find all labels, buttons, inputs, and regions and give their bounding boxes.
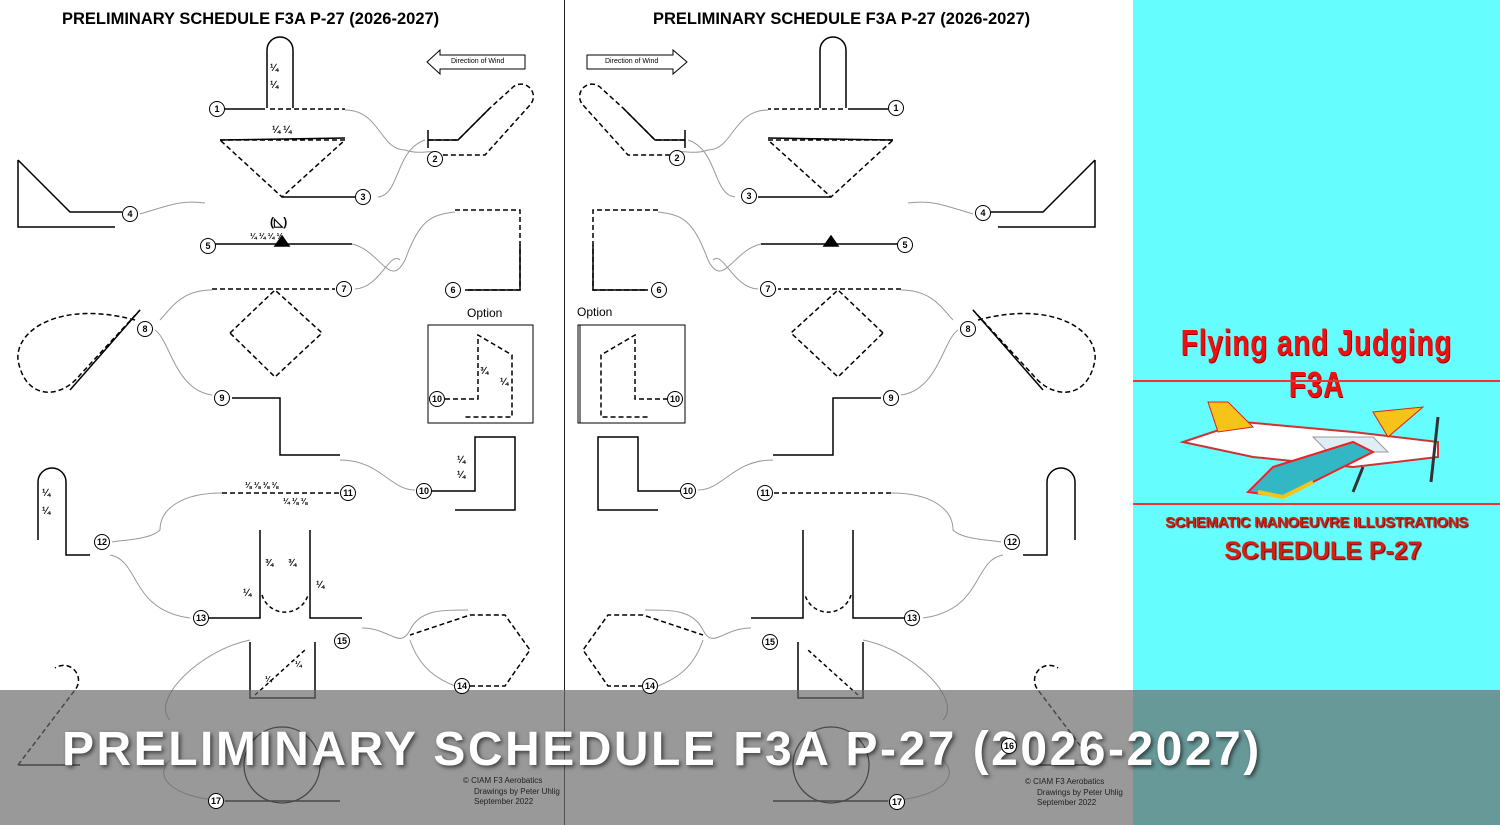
manoeuvre-marker: 8 xyxy=(960,321,976,337)
manoeuvre-marker: 7 xyxy=(760,281,776,297)
manoeuvre-marker: 2 xyxy=(427,151,443,167)
fraction-label: ¼ xyxy=(270,63,279,74)
cover-panel: Flying and Judging F3A SCHEMATIC MANOEUV… xyxy=(1133,0,1500,825)
fraction-label: ¼ ¼ ¼ ¼ xyxy=(250,232,284,241)
airplane-illustration xyxy=(1179,401,1440,500)
manoeuvre-marker: 13 xyxy=(193,610,209,626)
credit-line: September 2022 xyxy=(1037,798,1097,807)
fraction-label: ¼ xyxy=(270,80,279,91)
wind-label-left: Direction of Wind xyxy=(451,58,505,65)
manoeuvre-marker: 5 xyxy=(897,237,913,253)
fraction-label: ¾ xyxy=(288,558,297,569)
manoeuvre-marker: 7 xyxy=(336,281,352,297)
manoeuvre-marker: 14 xyxy=(642,678,658,694)
wind-arrow-right xyxy=(586,48,688,76)
title-overlay-band xyxy=(0,690,1500,825)
fraction-label: (◺) xyxy=(270,215,288,229)
manoeuvre-marker: 1 xyxy=(209,101,225,117)
manoeuvre-marker: 10 xyxy=(416,483,432,499)
option-label-left: Option xyxy=(467,306,503,320)
fraction-label: ¼ xyxy=(457,470,466,481)
divider-line xyxy=(1133,380,1500,382)
credit-line: © CIAM F3 Aerobatics xyxy=(463,776,543,785)
manoeuvre-marker: 11 xyxy=(340,485,356,501)
fraction-label: ¾ xyxy=(480,366,489,377)
fraction-label: ¼ xyxy=(42,488,51,499)
manoeuvre-marker: 15 xyxy=(762,634,778,650)
manoeuvre-marker: 17 xyxy=(208,793,224,809)
cover-schedule: SCHEDULE P-27 xyxy=(1224,537,1422,565)
manoeuvre-marker: 4 xyxy=(122,206,138,222)
left-schedule-panel xyxy=(0,0,564,825)
credit-left: © CIAM F3 Aerobatics Drawings by Peter U… xyxy=(463,776,560,808)
left-title: PRELIMINARY SCHEDULE F3A P-27 (2026-2027… xyxy=(62,10,440,28)
fraction-label: ¼ xyxy=(500,377,509,388)
manoeuvre-marker: 4 xyxy=(975,205,991,221)
manoeuvre-marker: 11 xyxy=(757,485,773,501)
manoeuvre-marker: 6 xyxy=(445,282,461,298)
credit-line: Drawings by Peter Uhlig xyxy=(1037,787,1123,797)
manoeuvre-marker: 13 xyxy=(904,610,920,626)
manoeuvre-marker: 9 xyxy=(883,390,899,406)
manoeuvre-marker: 17 xyxy=(889,794,905,810)
manoeuvre-marker: 16 xyxy=(1001,738,1017,754)
fraction-label: ¼ xyxy=(243,588,252,599)
manoeuvre-marker: 10 xyxy=(429,391,445,407)
fraction-label: ¼ ⅛ ⅛ xyxy=(283,497,308,506)
manoeuvre-marker: 8 xyxy=(137,321,153,337)
manoeuvre-marker: 12 xyxy=(94,534,110,550)
manoeuvre-marker: 5 xyxy=(200,238,216,254)
option-box-right xyxy=(577,324,686,424)
manoeuvre-marker: 1 xyxy=(888,100,904,116)
fraction-label: ¾ xyxy=(265,558,274,569)
right-schedule-panel xyxy=(565,0,1133,825)
manoeuvre-marker: 3 xyxy=(741,188,757,204)
manoeuvre-marker: 3 xyxy=(355,189,371,205)
credit-line: © CIAM F3 Aerobatics xyxy=(1025,777,1105,786)
option-label-right: Option xyxy=(577,305,613,319)
fraction-label: ¼ xyxy=(295,660,302,669)
manoeuvre-marker: 10 xyxy=(667,391,683,407)
fraction-label: ¼ xyxy=(42,506,51,517)
credit-line: Drawings by Peter Uhlig xyxy=(474,786,560,796)
overlay-title: PRELIMINARY SCHEDULE F3A P-27 (2026-2027… xyxy=(62,723,1262,776)
divider-line xyxy=(1133,503,1500,505)
manoeuvre-marker: 9 xyxy=(214,390,230,406)
wind-arrow-left xyxy=(426,48,526,76)
credit-right: © CIAM F3 Aerobatics Drawings by Peter U… xyxy=(1025,777,1123,809)
manoeuvre-marker: 14 xyxy=(454,678,470,694)
fraction-label: ¼ ¼ xyxy=(272,125,292,136)
panel-divider xyxy=(564,0,565,825)
credit-line: September 2022 xyxy=(474,797,534,806)
wind-label-right: Direction of Wind xyxy=(605,58,659,65)
manoeuvre-marker: 15 xyxy=(334,633,350,649)
fraction-label: ¼ xyxy=(457,455,466,466)
fraction-label: ¼ xyxy=(316,580,325,591)
cover-subtitle: SCHEMATIC MANOEUVRE ILLUSTRATIONS xyxy=(1165,514,1468,531)
manoeuvre-marker: 10 xyxy=(680,483,696,499)
fraction-label: ⅛ ⅛ ⅛ ⅛ xyxy=(245,481,279,490)
manoeuvre-marker: 2 xyxy=(669,150,685,166)
right-title: PRELIMINARY SCHEDULE F3A P-27 (2026-2027… xyxy=(653,10,1031,28)
manoeuvre-marker: 12 xyxy=(1004,534,1020,550)
cover-title: Flying and Judging F3A xyxy=(1180,322,1453,405)
manoeuvre-diagrams xyxy=(17,36,1096,804)
manoeuvre-marker: 6 xyxy=(651,282,667,298)
fraction-label: ¼ xyxy=(265,675,272,684)
